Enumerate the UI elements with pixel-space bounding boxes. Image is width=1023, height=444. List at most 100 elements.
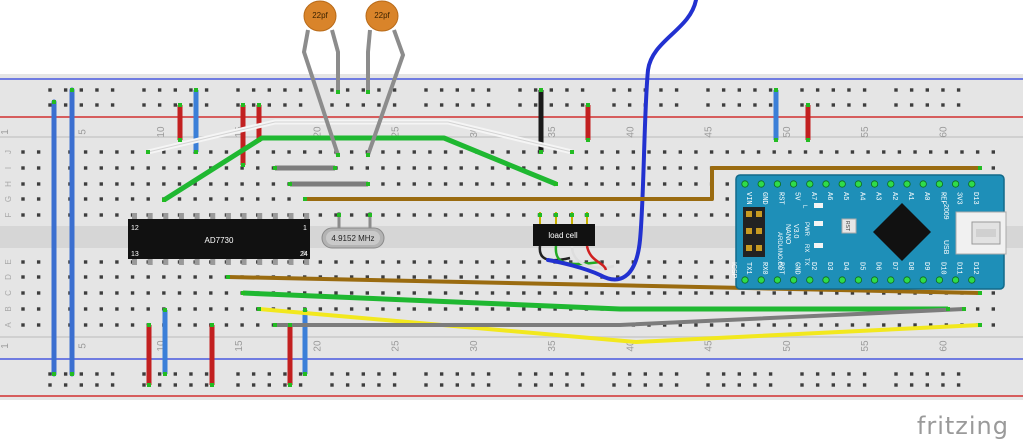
row-letter: F bbox=[4, 212, 13, 217]
arduino-pin bbox=[903, 276, 911, 284]
hole bbox=[303, 150, 307, 154]
hole bbox=[616, 182, 620, 186]
rail-hole bbox=[298, 88, 303, 92]
hole bbox=[240, 166, 244, 170]
hole bbox=[318, 213, 323, 217]
rail-hole bbox=[706, 372, 710, 376]
hole bbox=[475, 307, 479, 311]
connected-hole bbox=[538, 213, 542, 217]
wire-gray-long bbox=[275, 307, 965, 327]
rail-hole bbox=[63, 103, 68, 107]
column-number-one: 1 bbox=[0, 129, 11, 135]
chip-pin bbox=[210, 213, 216, 220]
rail-hole bbox=[189, 88, 193, 92]
hole bbox=[647, 150, 651, 154]
hole bbox=[146, 182, 150, 186]
hole bbox=[381, 166, 385, 170]
hole bbox=[725, 323, 729, 327]
hole bbox=[287, 150, 291, 154]
connected-hole bbox=[146, 150, 150, 154]
arduino-pin bbox=[935, 276, 944, 284]
hole bbox=[662, 291, 667, 295]
usb-connector[interactable] bbox=[955, 211, 1007, 255]
column-number-top: 50 bbox=[782, 126, 793, 138]
rail-hole bbox=[330, 88, 334, 92]
arduino-top-pin-label: A3 bbox=[874, 192, 882, 200]
usb-label: USB bbox=[942, 240, 949, 255]
capacitor-1: 22pf bbox=[303, 0, 337, 32]
hole bbox=[616, 213, 620, 217]
hole bbox=[725, 197, 729, 201]
reset-label: RST bbox=[844, 221, 850, 231]
hole bbox=[709, 213, 714, 217]
hole bbox=[443, 213, 448, 217]
hole bbox=[99, 275, 103, 279]
column-number-bottom: 5 bbox=[78, 343, 89, 349]
rail-hole bbox=[424, 88, 428, 92]
rail-hole bbox=[533, 372, 538, 376]
rail-hole bbox=[941, 88, 945, 92]
hole bbox=[490, 150, 495, 154]
rail-hole bbox=[612, 88, 616, 92]
rail-hole bbox=[110, 372, 115, 376]
rail-hole bbox=[455, 383, 459, 387]
arduino-pin bbox=[822, 180, 830, 188]
hole bbox=[99, 150, 103, 154]
hole bbox=[36, 323, 41, 327]
hole bbox=[788, 323, 792, 327]
arduino-top-pin-label: A6 bbox=[825, 192, 833, 200]
hole bbox=[209, 150, 213, 154]
hole bbox=[146, 275, 150, 279]
hole bbox=[678, 213, 682, 217]
hole bbox=[694, 323, 698, 327]
rail-hole bbox=[236, 103, 240, 107]
hole bbox=[271, 197, 276, 201]
hole bbox=[506, 307, 510, 311]
connected-hole bbox=[978, 323, 982, 327]
connected-hole bbox=[194, 150, 198, 154]
column-number-bottom: 35 bbox=[547, 340, 558, 352]
hole bbox=[162, 166, 166, 170]
arduino-top-pin-label: A0 bbox=[922, 192, 930, 200]
arduino-top-pin-label: A2 bbox=[890, 192, 898, 200]
hole bbox=[819, 291, 823, 295]
arduino-bottom-pin-label: D3 bbox=[825, 262, 833, 270]
chip-pin bbox=[241, 258, 247, 265]
rail-hole bbox=[283, 372, 287, 376]
hole bbox=[193, 275, 197, 279]
row-letter: C bbox=[4, 290, 13, 296]
arduino-pin bbox=[822, 276, 830, 284]
hole bbox=[224, 166, 229, 170]
capacitor-1-label: 22pf bbox=[312, 11, 328, 20]
rail-hole bbox=[549, 103, 553, 107]
hole bbox=[146, 166, 150, 170]
rail-hole bbox=[345, 383, 350, 387]
hole bbox=[36, 166, 41, 170]
hole bbox=[162, 275, 166, 279]
hole bbox=[788, 150, 792, 154]
hole bbox=[741, 291, 745, 295]
hole bbox=[459, 182, 463, 186]
capacitor-1-leg2 bbox=[330, 29, 340, 92]
hole bbox=[835, 323, 839, 327]
hole bbox=[600, 166, 604, 170]
reset-button[interactable] bbox=[841, 218, 857, 234]
hole bbox=[334, 291, 338, 295]
rail-hole bbox=[549, 372, 553, 376]
hole bbox=[224, 197, 229, 201]
hole bbox=[944, 150, 949, 154]
hole bbox=[584, 182, 589, 186]
rail-hole bbox=[862, 88, 867, 92]
rail-hole bbox=[894, 103, 898, 107]
arduino-pin bbox=[919, 180, 927, 188]
arduino-pin bbox=[887, 276, 895, 284]
chip-pin bbox=[178, 258, 184, 265]
column-number-top: 45 bbox=[704, 126, 715, 138]
rail-hole bbox=[612, 383, 616, 387]
hole bbox=[584, 150, 589, 154]
rail-hole bbox=[361, 103, 365, 107]
rail-hole bbox=[659, 88, 663, 92]
hole bbox=[584, 275, 589, 279]
